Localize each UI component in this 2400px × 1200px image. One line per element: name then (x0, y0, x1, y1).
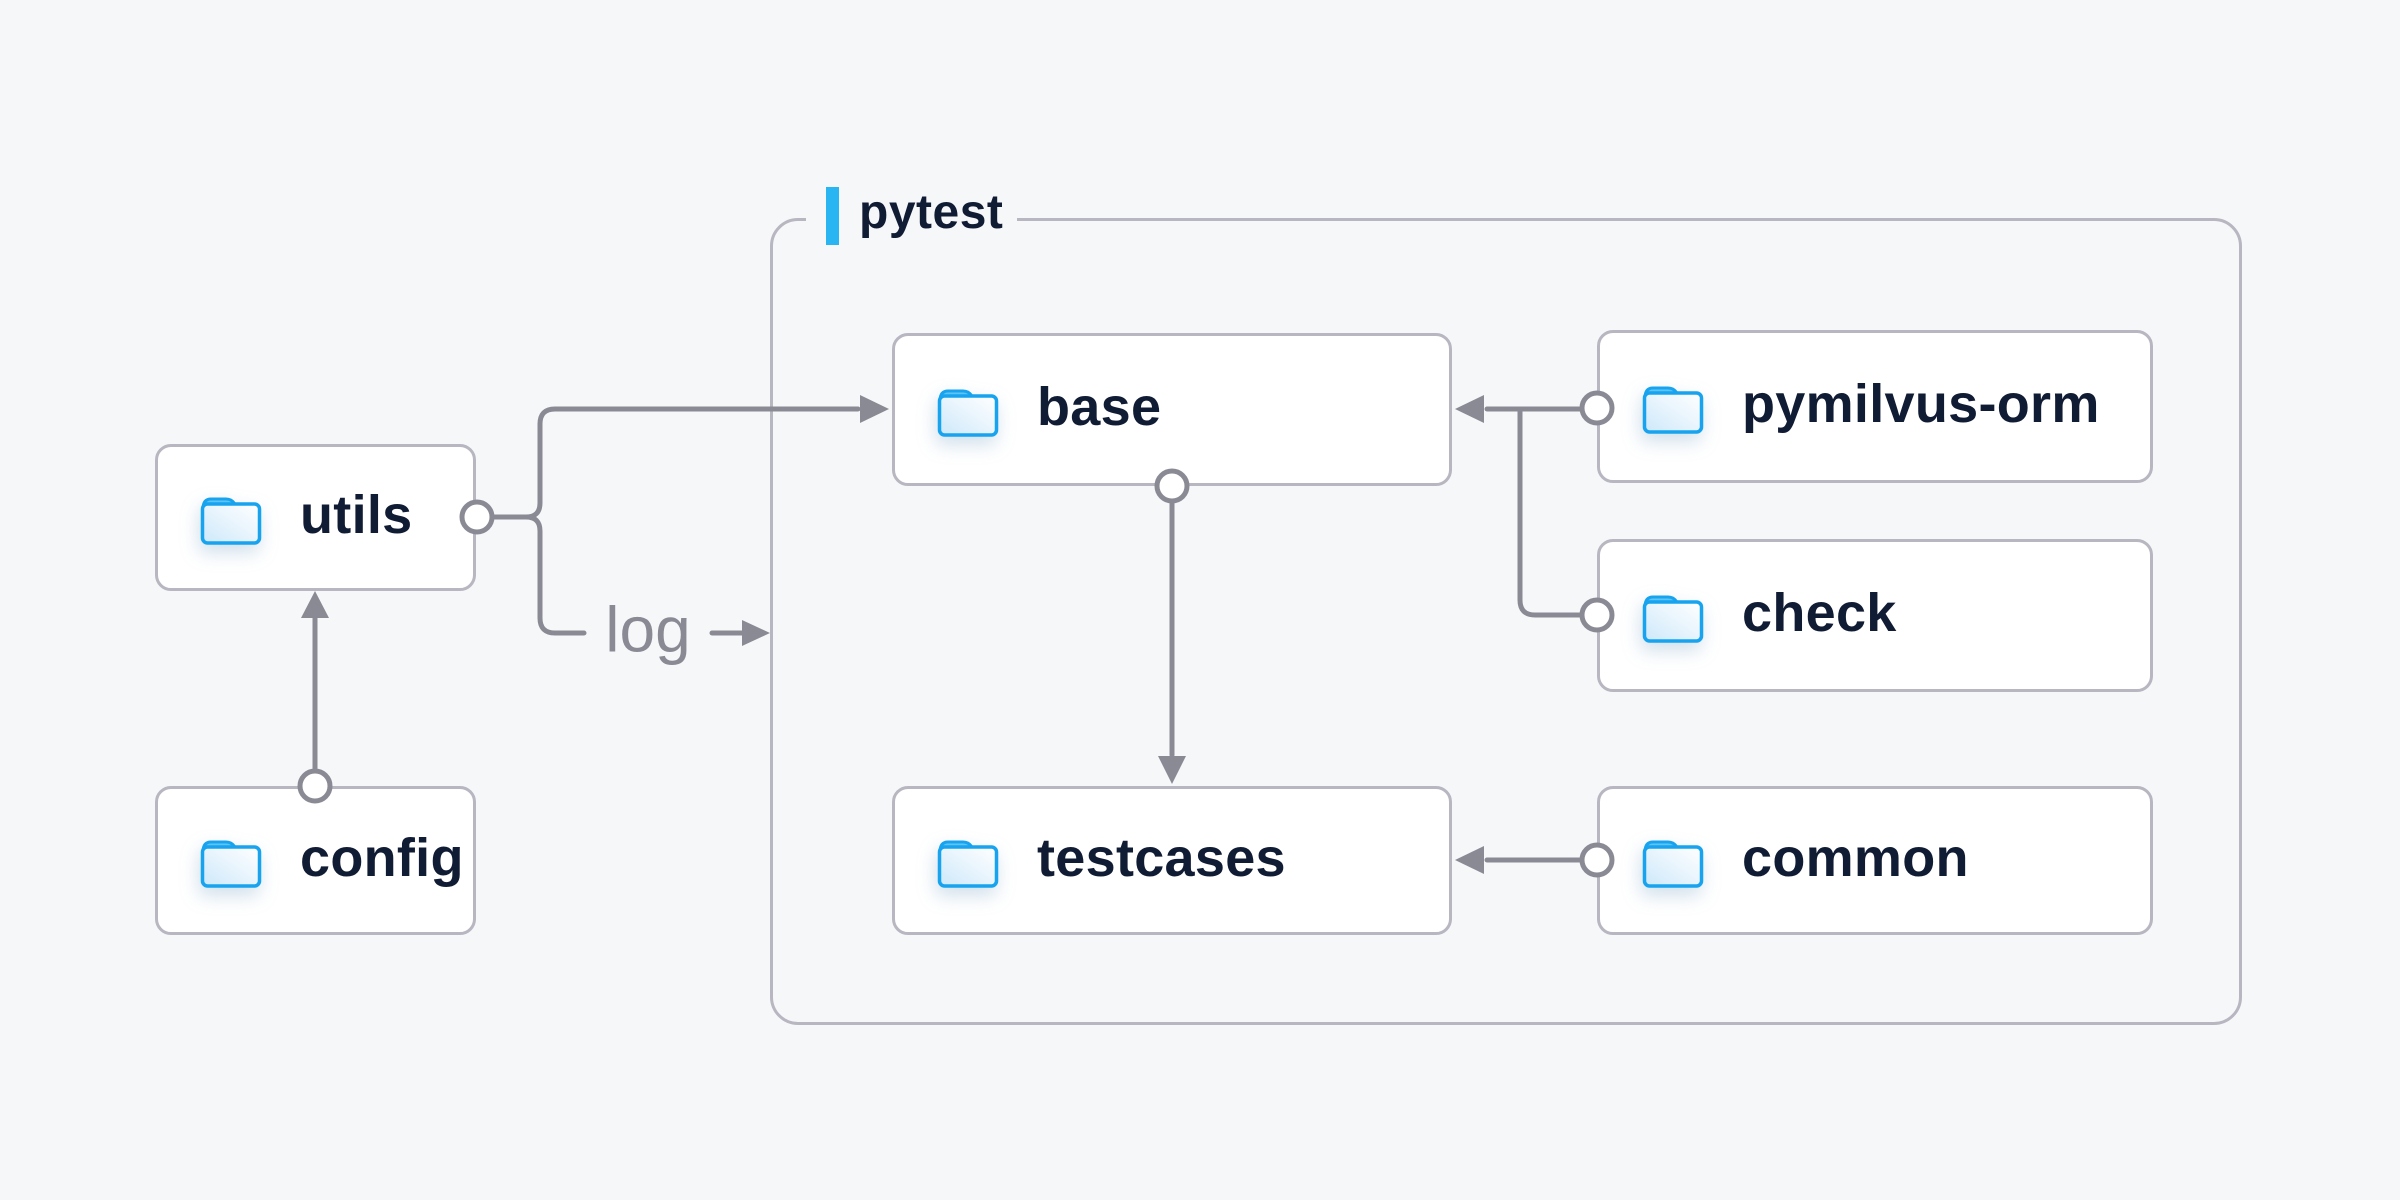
arrowhead-into-utils (301, 591, 329, 618)
folder-icon (1642, 595, 1704, 643)
node-check: check (1597, 539, 2153, 692)
folder-icon (200, 497, 262, 545)
node-testcases: testcases (892, 786, 1452, 935)
node-config: config (155, 786, 476, 935)
node-label: config (300, 827, 464, 888)
folder-icon (1642, 386, 1704, 434)
node-label: base (1037, 376, 1162, 437)
edge-utils-log (523, 514, 587, 636)
node-label: check (1742, 582, 1897, 643)
node-label: pymilvus-orm (1742, 373, 2100, 434)
folder-icon (1642, 840, 1704, 888)
node-common: common (1597, 786, 2153, 935)
node-pymilvus-orm: pymilvus-orm (1597, 330, 2153, 483)
accent-bar (826, 187, 839, 245)
arrowhead-log-into-group (742, 620, 770, 646)
group-title: pytest (859, 186, 1004, 239)
folder-icon (937, 389, 999, 437)
node-label: testcases (1037, 827, 1286, 888)
edge-label-log: log (605, 593, 691, 666)
folder-icon (937, 840, 999, 888)
folder-icon (200, 840, 262, 888)
node-base: base (892, 333, 1452, 486)
node-label: common (1742, 827, 1969, 888)
pytest-group-label: pytest (806, 184, 1018, 248)
node-utils: utils (155, 444, 476, 591)
node-label: utils (300, 484, 413, 545)
pytest-group-frame (770, 218, 2242, 1025)
